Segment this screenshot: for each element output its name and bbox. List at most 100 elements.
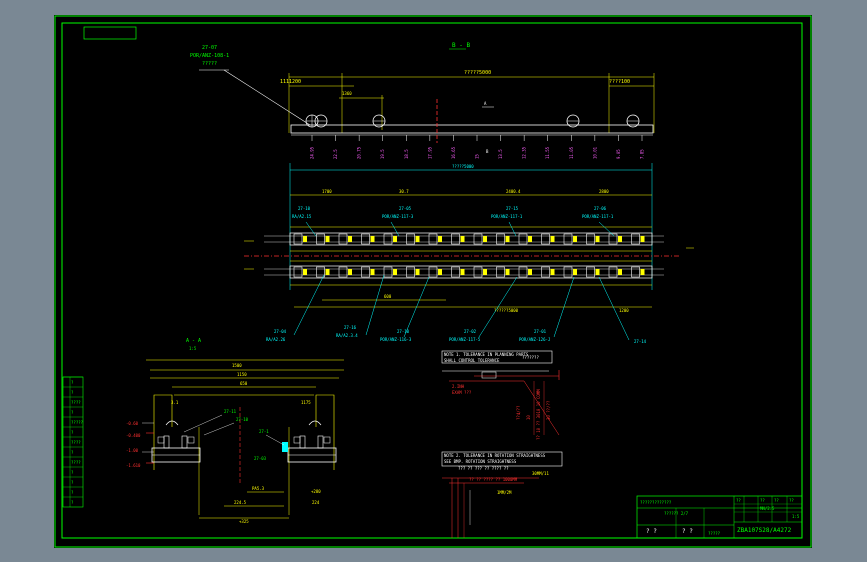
marker-b: B (486, 149, 489, 154)
plan-bot-label-1-part: RA/A2.26 (266, 337, 286, 342)
rail-clip (640, 236, 645, 242)
tb-label3: ?? (774, 498, 779, 503)
station-label: 15 (475, 154, 480, 159)
tb-design: ? ? (646, 528, 657, 535)
plan-top-label-4-id: 27-06 (594, 206, 607, 211)
note1-line-5: ?? 10 ?? 3010 10 COMM (536, 389, 541, 440)
side-row-label: ? (71, 430, 74, 435)
side-row-label: ? (71, 470, 74, 475)
rail-block (383, 266, 393, 278)
rail-block (316, 233, 325, 245)
sec-elev-4: -1.610 (126, 463, 141, 468)
note2-line-2: ?? ?? ???? ?? 1000MM (469, 477, 518, 482)
top-beam (290, 124, 654, 134)
note-leader-27-07 (223, 69, 311, 126)
note1-line-4: 10 (526, 415, 531, 420)
inner-frame (61, 22, 803, 539)
plan-overall-text: ?????5000 (452, 164, 474, 169)
rail-block (518, 233, 528, 245)
rail-clip (573, 236, 577, 242)
top-elevation: B - B ?????5000 1111200 ????100 1360 A (190, 42, 655, 159)
sec-dim-b1: 3.1 (171, 400, 179, 405)
station-label: 20.75 (357, 146, 362, 159)
rail-block (451, 233, 460, 245)
plan-top-label-4-part: POR/ANZ-117-1 (582, 214, 614, 219)
note2-line-3: 1MM/2M (497, 490, 512, 495)
tb-label2: ?? (760, 498, 765, 503)
sec-elev-1: -0.60 (126, 421, 139, 426)
rail-block (428, 233, 438, 245)
station-label: 24.95 (310, 146, 315, 159)
rail-block (338, 266, 348, 278)
drawing-sheet: B - B ?????5000 1111200 ????100 1360 A (54, 15, 812, 548)
sec-dim-top: 1500 (232, 363, 242, 368)
tb-project: ????????????? (640, 500, 672, 505)
tb-code: ZBA107S28/A4272 (737, 527, 792, 534)
rail-clip (348, 269, 352, 275)
rail-block (631, 266, 640, 278)
rail-clip (438, 236, 442, 242)
rail-clip (618, 236, 622, 242)
rail-clip (393, 236, 397, 242)
rail-clip (618, 269, 622, 275)
section-view: A - A 1:5 1500 1150 650 -0.60 - (126, 338, 344, 524)
rail-clip (370, 269, 375, 275)
station-label: 16.65 (451, 146, 456, 159)
note-27-07-part: POR/ANZ-108-1 (190, 53, 229, 59)
sec-dim-bot4: +325 (239, 519, 249, 524)
tb-scale: 1:5 (792, 514, 800, 519)
station-label: 11.55 (545, 146, 550, 159)
side-row-label: ???? (71, 460, 81, 465)
note2-title: NOTE 2. TOLERANCE IN ROTATION STRAIGHTNE… (444, 453, 546, 458)
rail-clip (370, 236, 375, 242)
rail-block (361, 266, 370, 278)
rail-clip (348, 236, 352, 242)
plan-top-label-3-part: POR/ANZ-117-1 (491, 214, 523, 219)
note1-line-2: EXAM ??? (452, 390, 472, 395)
station-label: 9.05 (616, 149, 621, 159)
notes: NOTE 1. TOLERANCE IN PLANNING PARTS SHAL… (441, 350, 563, 538)
note1-sub: SHALL CONTROL TOLERANCE (444, 358, 500, 363)
rail-clip (505, 269, 510, 275)
plan-bottom-dim: ??????5000 (494, 308, 519, 313)
rail-clip (438, 269, 442, 275)
note1-title: NOTE 1. TOLERANCE IN PLANNING PARTS (444, 352, 529, 357)
sec-elev-3: -1.00 (126, 448, 139, 453)
rail-clip (303, 236, 307, 242)
tb-sheet: ?????? 2/7 (664, 511, 689, 516)
rail-clip (415, 236, 420, 242)
section-left-title: A - A (186, 338, 201, 344)
rail-block (496, 266, 505, 278)
note2-sub: SEE BMP. ROTATION STRAIGHTNESS (444, 459, 517, 464)
plan-bot-label-3-part: POR/ANZ-116-3 (380, 337, 412, 342)
plan-bot-label-2-id: 27-16 (344, 325, 357, 330)
rail-block (586, 233, 595, 245)
plan-bot-label-4-id: 27-02 (464, 329, 477, 334)
plan-bot-label-4-part: POR/ANZ-117-5 (449, 337, 481, 342)
rail-clip (550, 269, 555, 275)
rail-block (383, 233, 393, 245)
side-row-label: ???? (71, 400, 81, 405)
rail-block (586, 266, 595, 278)
sec-center-block (282, 442, 288, 452)
top-left-dim: 1111200 (280, 79, 301, 85)
rail-clip (325, 269, 330, 275)
note1-box (441, 350, 553, 364)
note2-line-1: 30MM/11 (532, 471, 549, 476)
side-table-rows: ?????????????????????????? (63, 376, 84, 505)
rail-block (496, 233, 505, 245)
plan-seg2: 30.7 (399, 189, 409, 194)
rail-block (406, 233, 415, 245)
station-label: 13.5 (498, 149, 503, 159)
rail-clip (595, 269, 600, 275)
plan-top-label-3-id: 27-15 (506, 206, 519, 211)
tb-label7: MN/2.5 (760, 506, 775, 511)
rail-clip (528, 236, 532, 242)
note2-box (441, 451, 563, 467)
tb-approved: ????? (708, 531, 721, 536)
station-label: 12.35 (522, 146, 527, 159)
side-row-label: ? (71, 380, 74, 385)
rail-clip (303, 269, 307, 275)
rail-block (451, 266, 460, 278)
station-label: 17.95 (427, 146, 432, 159)
